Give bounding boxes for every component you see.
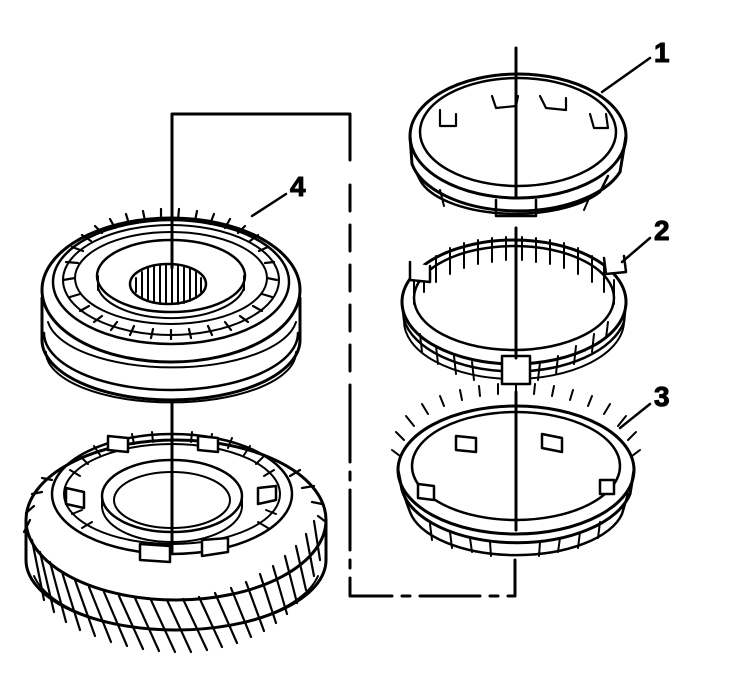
blocker-ring-inner-toothed bbox=[391, 383, 652, 557]
blocker-ring-outer bbox=[408, 56, 652, 218]
assembly-path-line bbox=[170, 112, 517, 598]
callout-4: 4 bbox=[290, 171, 306, 202]
callout-3: 3 bbox=[654, 381, 670, 412]
callout-4-leader bbox=[250, 192, 288, 218]
callout-1: 1 bbox=[654, 37, 670, 68]
callout-2: 2 bbox=[654, 215, 670, 246]
synchronizer-assembly bbox=[40, 207, 302, 404]
synchronizer-cone-middle bbox=[400, 236, 652, 386]
helical-gear bbox=[22, 398, 328, 654]
